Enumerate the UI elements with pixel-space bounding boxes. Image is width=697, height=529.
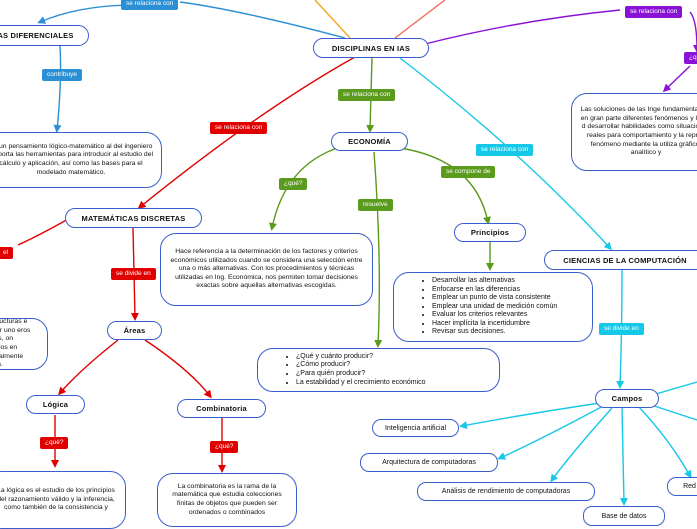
link-economia-que xyxy=(269,146,341,231)
node-principios[interactable]: Principios xyxy=(454,223,526,242)
link-purple-out xyxy=(689,11,697,53)
resuelve-item: ¿Cómo producir? xyxy=(296,361,426,370)
campos-label: Campos xyxy=(611,394,643,403)
principios-list: Desarrollar las alternativas Enfocarse e… xyxy=(402,277,557,337)
resuelve-item: La estabilidad y el crecimiento económic… xyxy=(296,379,426,388)
label-se-divide-campos: se divide en xyxy=(599,323,644,335)
inteligencia-label: Inteligencia artificial xyxy=(384,424,447,432)
ecuaciones-label: AS DIFERENCIALES xyxy=(0,31,74,40)
label-compone: se compone de xyxy=(441,166,496,178)
node-ciencias[interactable]: CIENCIAS DE LA COMPUTACIÓN xyxy=(544,250,697,270)
node-combinatoria[interactable]: Combinatoria xyxy=(177,399,266,418)
node-base-datos[interactable]: Base de datos xyxy=(583,506,665,526)
principio-item: Desarrollar las alternativas xyxy=(432,277,557,286)
node-ecuaciones[interactable]: AS DIFERENCIALES xyxy=(0,25,89,46)
base-datos-label: Base de datos xyxy=(601,512,647,520)
link-discretas-left xyxy=(17,217,71,246)
link-economia-principios xyxy=(399,147,491,225)
principios-label: Principios xyxy=(470,228,510,237)
principio-item: Revisar sus decisiones. xyxy=(432,328,557,337)
principio-item: Evaluar los criterios relevantes xyxy=(432,311,557,320)
redes-label: Red xyxy=(683,483,696,490)
link-purple-desc xyxy=(662,65,691,93)
discretas-description: as estructuras e uno por uno eros entero… xyxy=(0,318,48,370)
label-que-combinatoria: ¿qué? xyxy=(210,441,239,453)
resuelve-item: ¿Qué y cuánto producir? xyxy=(296,353,426,362)
logica-description: La lógica es el estudio de los principio… xyxy=(0,471,126,529)
principios-list-box: Desarrollar las alternativas Enfocarse e… xyxy=(393,272,593,342)
label-left-edge: el xyxy=(0,247,14,259)
areas-label: Áreas xyxy=(123,326,146,335)
link-areas-combinatoria xyxy=(144,339,212,399)
combinatoria-description: La combinatoria es la rama de la matemát… xyxy=(157,473,297,527)
node-redes[interactable]: Red xyxy=(667,477,697,496)
logica-label: Lógica xyxy=(42,400,69,409)
label-que-right: ¿qu xyxy=(684,52,697,64)
link-campos-bd xyxy=(619,407,628,506)
node-matematicas-discretas[interactable]: MATEMÁTICAS DISCRETAS xyxy=(65,208,202,228)
link-economia-resuelve xyxy=(373,151,383,348)
combinatoria-label: Combinatoria xyxy=(196,404,247,413)
label-rel-economia: se relaciona con xyxy=(338,89,396,101)
link-purple xyxy=(424,9,621,45)
ecuaciones-description: lar un pensamiento lógico-matemático al … xyxy=(0,132,162,188)
economia-label: ECONOMÍA xyxy=(348,137,391,146)
label-rel-discretas: se relaciona con xyxy=(210,122,268,134)
label-contribuye: contribuye xyxy=(42,69,82,81)
node-inteligencia[interactable]: Inteligencia artificial xyxy=(372,419,459,437)
label-resuelve: resuelve xyxy=(358,199,393,211)
computacion-description: Las soluciones de las Inge fundamentadas… xyxy=(571,93,697,171)
label-que-logica: ¿qué? xyxy=(40,437,69,449)
link-campos-ia xyxy=(459,402,601,429)
label-top-left: se relaciona con xyxy=(121,0,179,10)
node-logica[interactable]: Lógica xyxy=(26,395,85,414)
resuelve-list: ¿Qué y cuánto producir? ¿Cómo producir? … xyxy=(266,353,426,387)
principio-item: Emplear un punto de vista consistente xyxy=(432,294,557,303)
analisis-label: Análisis de rendimiento de computadoras xyxy=(441,488,571,495)
link-central-topleft xyxy=(179,1,346,39)
central-node[interactable]: DISCIPLINAS EN IAS xyxy=(313,38,429,58)
link-campos-arq xyxy=(497,404,606,460)
link-areas-logica xyxy=(58,339,119,396)
ciencias-label: CIENCIAS DE LA COMPUTACIÓN xyxy=(563,255,687,265)
node-analisis[interactable]: Análisis de rendimiento de computadoras xyxy=(417,482,595,501)
node-arquitectura[interactable]: Arquitectura de computadoras xyxy=(360,453,498,472)
central-title: DISCIPLINAS EN IAS xyxy=(331,43,411,53)
link-orange xyxy=(314,0,351,39)
node-areas[interactable]: Áreas xyxy=(107,321,162,340)
resuelve-item: ¿Para quién producir? xyxy=(296,370,426,379)
label-rel-ciencias: se relaciona con xyxy=(476,144,534,156)
arquitectura-label: Arquitectura de computadoras xyxy=(382,459,476,466)
link-campos-analisis xyxy=(550,407,613,483)
node-economia[interactable]: ECONOMÍA xyxy=(331,132,408,151)
economia-que-description: Hace referencia a la determinación de lo… xyxy=(160,233,373,306)
principio-item: Emplear una unidad de medición común xyxy=(432,303,557,312)
node-campos[interactable]: Campos xyxy=(595,389,659,408)
label-se-divide-areas: se divide en xyxy=(111,268,156,280)
principio-item: Enfocarse en las diferencias xyxy=(432,286,557,295)
resuelve-list-box: ¿Qué y cuánto producir? ¿Cómo producir? … xyxy=(257,348,500,392)
link-contribuye xyxy=(53,45,62,133)
principio-item: Hacer implícita la incertidumbre xyxy=(432,320,557,329)
label-rel-purple: se relaciona con xyxy=(625,6,683,18)
discretas-label: MATEMÁTICAS DISCRETAS xyxy=(81,213,186,223)
link-salmon xyxy=(394,0,446,39)
link-central-discretas xyxy=(137,56,356,209)
link-campos-red xyxy=(637,405,692,479)
label-que-economia: ¿qué? xyxy=(279,178,308,190)
